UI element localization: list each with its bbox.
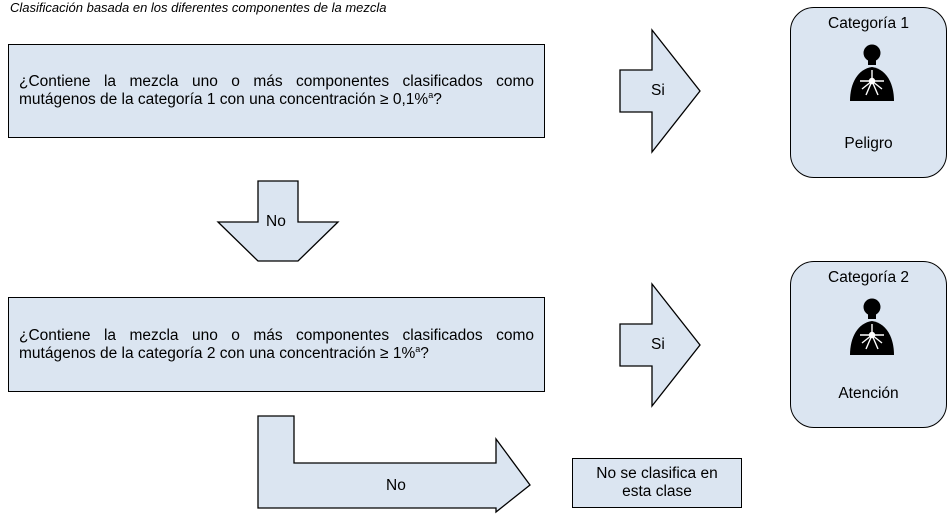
diagram-caption: Clasificación basada en los diferentes c… [10, 0, 387, 15]
category-1-signal-word: Peligro [844, 135, 893, 152]
yes-label-1: Si [651, 82, 665, 99]
no-arrow-bent [257, 415, 531, 514]
yes-arrow-1 [619, 28, 701, 154]
question-2-end: ? [420, 344, 429, 362]
no-label-1: No [266, 213, 286, 230]
no-arrow-down [216, 180, 340, 262]
question-2-footnote: a [415, 343, 421, 354]
question-box-2: ¿Contiene la mezcla uno o más componente… [8, 297, 545, 392]
health-hazard-icon [850, 44, 894, 101]
not-classified-text: No se clasifica en esta clase [596, 465, 718, 500]
not-classified-box: No se clasifica en esta clase [572, 458, 742, 508]
category-2-signal-word: Atención [838, 385, 899, 402]
no-label-2: No [386, 477, 406, 494]
question-box-1: ¿Contiene la mezcla uno o más componente… [8, 44, 545, 138]
question-1-text: ¿Contiene la mezcla uno o más componente… [19, 73, 534, 108]
category-2-title: Categoría 2 [828, 269, 909, 286]
question-2-text: ¿Contiene la mezcla uno o más componente… [19, 326, 534, 362]
category-1-box: Categoría 1 Peligro [790, 7, 947, 178]
question-1-end: ? [433, 91, 442, 108]
question-1-footnote: a [428, 89, 434, 100]
category-1-title: Categoría 1 [828, 15, 909, 32]
category-2-box: Categoría 2 Atención [790, 261, 947, 428]
health-hazard-icon [850, 298, 894, 355]
yes-label-2: Si [651, 336, 665, 353]
yes-arrow-2 [619, 282, 701, 408]
